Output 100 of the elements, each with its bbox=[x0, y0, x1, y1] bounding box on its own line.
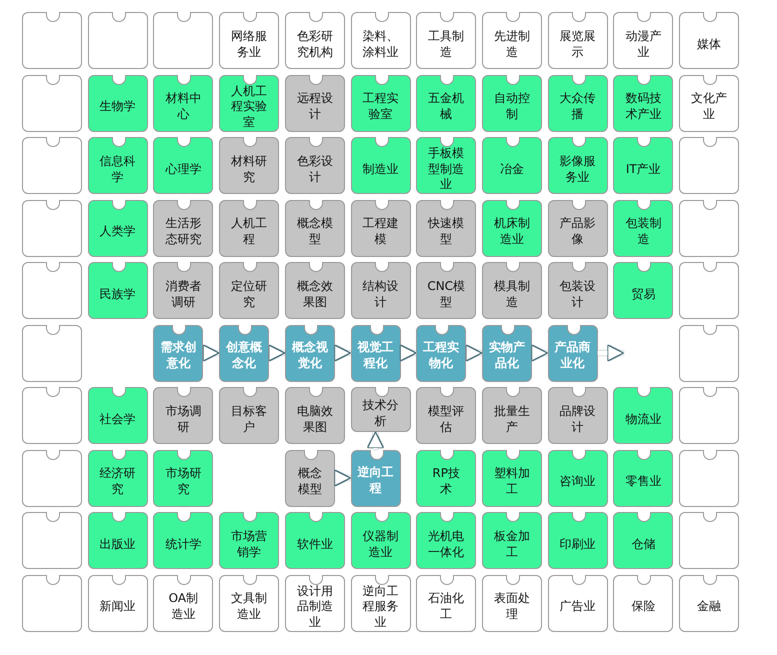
puzzle-piece: 材料中心 bbox=[153, 74, 214, 132]
puzzle-piece: 视觉工程化 bbox=[350, 324, 400, 382]
puzzle-piece bbox=[679, 450, 739, 506]
puzzle-piece: 机床制造业 bbox=[482, 200, 542, 256]
puzzle-piece: 展览展示 bbox=[548, 12, 608, 69]
puzzle-piece: 材料研究 bbox=[219, 137, 280, 194]
puzzle-piece: 金融 bbox=[679, 574, 739, 632]
puzzle-piece: 广告业 bbox=[548, 574, 608, 632]
puzzle-piece: 品牌设计 bbox=[548, 387, 608, 444]
puzzle-piece: 文具制造业 bbox=[219, 574, 280, 632]
puzzle-piece bbox=[679, 262, 739, 319]
puzzle-piece: CNC模型 bbox=[416, 262, 476, 319]
puzzle-piece: IT产业 bbox=[613, 137, 674, 194]
puzzle-piece: 影像服务业 bbox=[548, 137, 608, 194]
puzzle-piece bbox=[22, 574, 82, 632]
puzzle-piece: 媒体 bbox=[679, 12, 739, 69]
puzzle-piece: 模具制造 bbox=[482, 262, 542, 319]
puzzle-piece: 表面处理 bbox=[482, 574, 542, 632]
puzzle-piece: 石油化工 bbox=[416, 574, 476, 632]
puzzle-piece: 网络服务业 bbox=[219, 12, 280, 69]
puzzle-piece: 概念效果图 bbox=[284, 262, 345, 319]
puzzle-piece: 染料、涂料业 bbox=[350, 12, 410, 69]
puzzle-piece: 包装制造 bbox=[613, 200, 674, 256]
puzzle-piece bbox=[22, 450, 82, 506]
puzzle-piece: 咨询业 bbox=[548, 450, 608, 506]
puzzle-piece: 零售业 bbox=[613, 450, 674, 506]
puzzle-piece bbox=[679, 200, 739, 256]
puzzle-piece: 经济研究 bbox=[88, 450, 148, 506]
puzzle-piece: 批量生产 bbox=[482, 387, 542, 444]
puzzle-piece bbox=[22, 200, 82, 256]
puzzle-piece bbox=[88, 12, 148, 69]
puzzle-piece: 物流业 bbox=[613, 387, 674, 444]
puzzle-piece: 人机工程 bbox=[219, 200, 280, 256]
puzzle-piece: 市场调研 bbox=[153, 387, 214, 444]
puzzle-piece: 软件业 bbox=[284, 512, 345, 569]
puzzle-piece: 出版业 bbox=[88, 512, 148, 569]
puzzle-piece: 生物学 bbox=[88, 74, 148, 132]
puzzle-piece bbox=[22, 74, 82, 132]
puzzle-piece: 人机工程实验室 bbox=[219, 74, 280, 132]
puzzle-piece: 工具制造 bbox=[416, 12, 476, 69]
puzzle-piece: 五金机械 bbox=[416, 74, 476, 132]
puzzle-piece: 光机电一体化 bbox=[416, 512, 476, 569]
puzzle-piece bbox=[22, 512, 82, 569]
arrow bbox=[268, 344, 286, 362]
puzzle-piece: 结构设计 bbox=[350, 262, 410, 319]
puzzle-piece: 塑料加工 bbox=[482, 450, 542, 506]
puzzle-piece: 仪器制造业 bbox=[350, 512, 410, 569]
arrow bbox=[400, 344, 417, 362]
puzzle-piece: 实物产品化 bbox=[482, 324, 532, 382]
arrow bbox=[465, 344, 483, 362]
puzzle-piece: 先进制造 bbox=[482, 12, 542, 69]
puzzle-piece: 远程设计 bbox=[284, 74, 345, 132]
puzzle-piece: 工程实验室 bbox=[350, 74, 410, 132]
puzzle-piece: 人类学 bbox=[88, 200, 148, 256]
puzzle-piece: 概念模型 bbox=[284, 450, 335, 506]
puzzle-piece bbox=[679, 512, 739, 569]
puzzle-piece: 生活形态研究 bbox=[153, 200, 214, 256]
puzzle-piece: 冶金 bbox=[482, 137, 542, 194]
puzzle-piece: 技术分析 bbox=[350, 387, 410, 432]
puzzle-piece: 产品商业化 bbox=[548, 324, 598, 382]
arrow bbox=[598, 344, 624, 362]
puzzle-piece bbox=[22, 262, 82, 319]
puzzle-piece: 产品影像 bbox=[548, 200, 608, 256]
puzzle-piece: 消费者调研 bbox=[153, 262, 214, 319]
puzzle-piece bbox=[22, 137, 82, 194]
puzzle-piece: 色彩研究机构 bbox=[284, 12, 345, 69]
puzzle-piece: 快速模型 bbox=[416, 200, 476, 256]
puzzle-piece: 模型评估 bbox=[416, 387, 476, 444]
puzzle-piece: 市场研究 bbox=[153, 450, 214, 506]
puzzle-piece: RP技术 bbox=[416, 450, 476, 506]
puzzle-piece: 文化产业 bbox=[679, 74, 739, 132]
puzzle-piece bbox=[153, 12, 214, 69]
arrow bbox=[366, 431, 384, 450]
puzzle-piece: 制造业 bbox=[350, 137, 410, 194]
puzzle-piece: 设计用品制造业 bbox=[284, 574, 345, 632]
puzzle-piece: 数码技术产业 bbox=[613, 74, 674, 132]
puzzle-piece bbox=[22, 387, 82, 444]
puzzle-piece: 工程建模 bbox=[350, 200, 410, 256]
puzzle-piece: 创意概念化 bbox=[219, 324, 270, 382]
puzzle-piece: 印刷业 bbox=[548, 512, 608, 569]
puzzle-piece: 动漫产业 bbox=[613, 12, 674, 69]
puzzle-piece bbox=[22, 12, 82, 69]
puzzle-piece: 信息科学 bbox=[88, 137, 148, 194]
puzzle-piece: 工程实物化 bbox=[416, 324, 466, 382]
puzzle-piece bbox=[679, 137, 739, 194]
puzzle-piece: 贸易 bbox=[613, 262, 674, 319]
puzzle-piece: 自动控制 bbox=[482, 74, 542, 132]
puzzle-piece: 心理学 bbox=[153, 137, 214, 194]
puzzle-piece bbox=[679, 324, 739, 382]
puzzle-piece: 目标客户 bbox=[219, 387, 280, 444]
puzzle-piece: 概念视觉化 bbox=[284, 324, 335, 382]
puzzle-piece bbox=[22, 324, 82, 382]
arrow bbox=[334, 344, 352, 362]
puzzle-piece: 色彩设计 bbox=[284, 137, 345, 194]
puzzle-piece: 手板模型制造业 bbox=[416, 137, 476, 194]
puzzle-piece: 新闻业 bbox=[88, 574, 148, 632]
arrow bbox=[530, 344, 548, 362]
arrow bbox=[202, 344, 220, 362]
puzzle-piece: OA制造业 bbox=[153, 574, 214, 632]
puzzle-piece: 市场营销学 bbox=[219, 512, 280, 569]
